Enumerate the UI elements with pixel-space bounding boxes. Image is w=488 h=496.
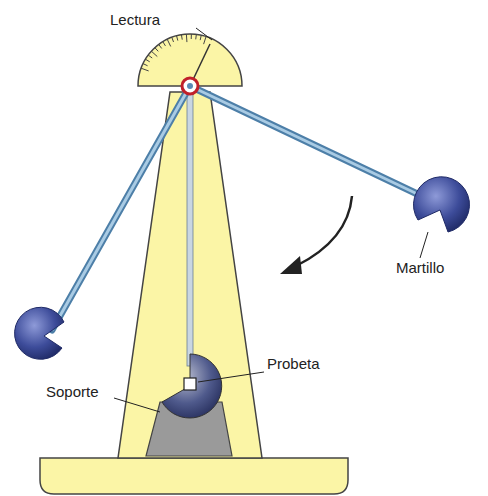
scale-tick	[186, 34, 188, 42]
scale-tick	[141, 68, 149, 71]
part-label: Martillo	[396, 260, 444, 277]
scale-tick	[155, 48, 158, 52]
scale-tick	[163, 42, 166, 46]
part-label: Lectura	[110, 12, 160, 29]
scale-tick	[159, 44, 162, 48]
scale-tick	[148, 55, 152, 58]
scale-tick	[177, 36, 178, 41]
part-label: Soporte	[46, 384, 99, 401]
scale-tick	[200, 35, 201, 40]
scale-tick	[143, 64, 148, 66]
scale-tick	[172, 37, 174, 42]
scale-tick	[181, 35, 183, 40]
scale-tick	[204, 37, 206, 45]
scale-tick	[145, 59, 149, 62]
scale-tick	[195, 34, 197, 39]
scale-tick	[167, 39, 171, 46]
scale-tick	[151, 51, 157, 56]
scale-tick	[191, 34, 192, 39]
part-label: Probeta	[267, 356, 320, 373]
